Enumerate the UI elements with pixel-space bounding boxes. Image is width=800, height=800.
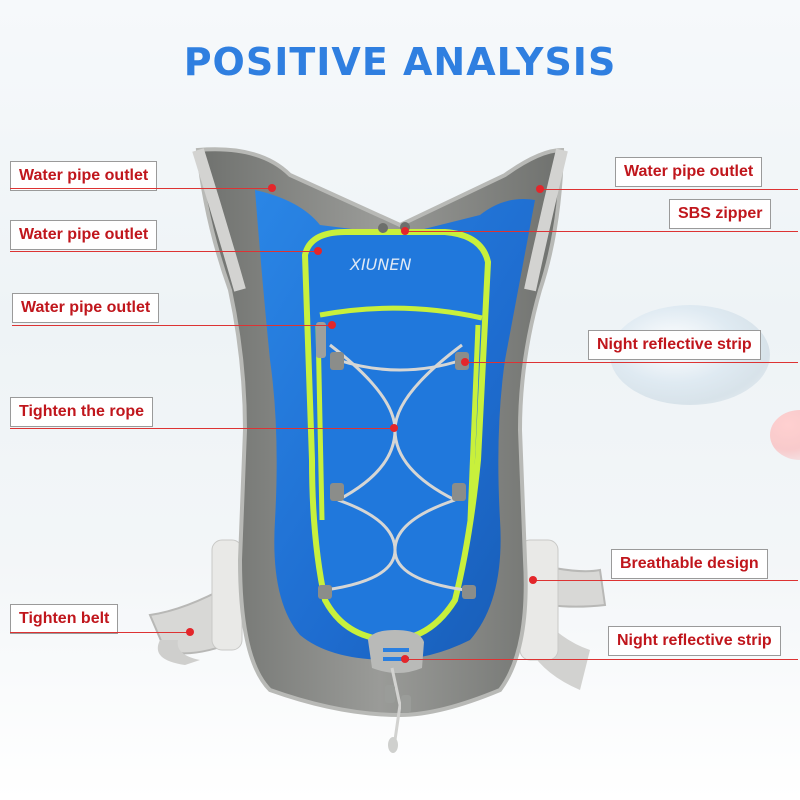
callout-water-pipe-outlet-1: Water pipe outlet xyxy=(10,161,158,191)
callout-pointer-dot xyxy=(401,655,409,663)
page-title: POSITIVE ANALYSIS xyxy=(183,40,617,84)
callout-pointer-line xyxy=(12,325,332,326)
callout-pointer-dot xyxy=(328,321,336,329)
callout-pointer-dot xyxy=(529,576,537,584)
callout-breathable-design: Breathable design xyxy=(611,549,768,579)
callout-pointer-line xyxy=(10,632,190,633)
callout-pointer-line xyxy=(10,428,394,429)
callout-pointer-dot xyxy=(268,184,276,192)
callout-pointer-line xyxy=(10,188,272,189)
callout-pointer-line xyxy=(405,231,798,232)
callout-pointer-dot xyxy=(401,227,409,235)
callout-water-pipe-outlet-2: Water pipe outlet xyxy=(10,220,158,250)
callout-tighten-the-rope: Tighten the rope xyxy=(10,397,154,427)
callout-pointer-dot xyxy=(314,247,322,255)
callout-pointer-line xyxy=(405,659,798,660)
callout-pointer-dot xyxy=(461,358,469,366)
callout-night-reflective-strip-top: Night reflective strip xyxy=(588,330,761,360)
callout-pointer-dot xyxy=(390,424,398,432)
callout-pointer-line xyxy=(540,189,798,190)
callout-sbs-zipper: SBS zipper xyxy=(669,199,772,229)
callout-water-pipe-outlet-right: Water pipe outlet xyxy=(615,157,763,187)
callout-pointer-line xyxy=(10,251,318,252)
callout-pointer-line xyxy=(533,580,798,581)
callout-pointer-dot xyxy=(186,628,194,636)
callout-tighten-belt: Tighten belt xyxy=(10,604,119,634)
brand-logo: XIUNEN xyxy=(349,255,411,274)
callout-pointer-dot xyxy=(536,185,544,193)
callout-night-reflective-strip-bottom: Night reflective strip xyxy=(608,626,781,656)
callout-pointer-line xyxy=(465,362,798,363)
callout-water-pipe-outlet-3: Water pipe outlet xyxy=(12,293,160,323)
